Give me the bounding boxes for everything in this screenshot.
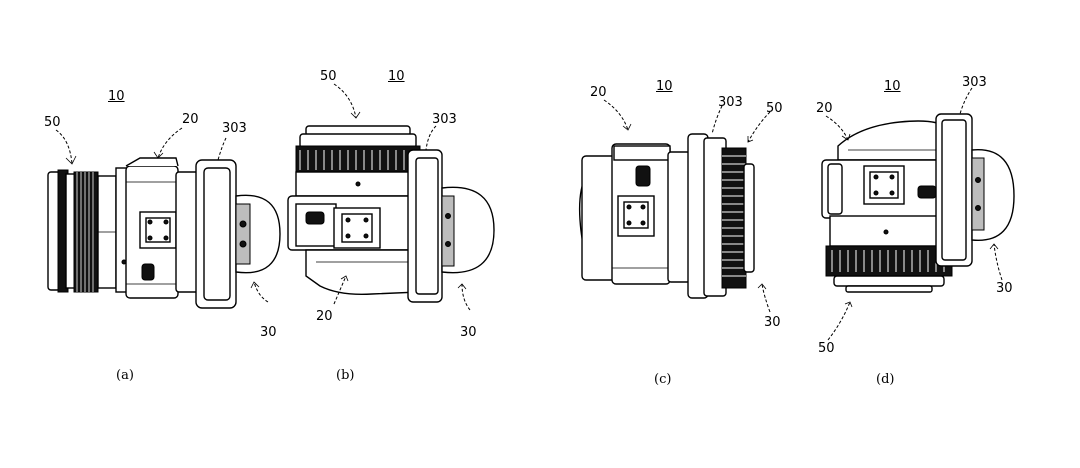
view-a-ref-303: 303 xyxy=(222,121,247,136)
view-d-ref-303: 303 xyxy=(962,75,987,90)
view-d-ref-30: 30 xyxy=(996,281,1013,296)
view-d-caption: (d) xyxy=(876,372,895,387)
view-d-ref-50: 50 xyxy=(818,341,835,356)
view-c-drawing xyxy=(578,133,755,299)
view-a-ref-30: 30 xyxy=(260,325,277,340)
view-b-drawing xyxy=(287,125,495,303)
view-b-caption: (b) xyxy=(336,368,355,383)
view-c-caption: (c) xyxy=(654,372,672,387)
view-b-ref-20: 20 xyxy=(316,309,333,324)
view-d-ref-20: 20 xyxy=(816,101,833,116)
view-d-drawing xyxy=(821,113,1015,293)
view-a-drawing xyxy=(47,157,281,309)
view-b-ref-10: 10 xyxy=(388,69,405,84)
view-c-ref-30: 30 xyxy=(764,315,781,330)
view-b-ref-50: 50 xyxy=(320,69,337,84)
view-d-ref-10: 10 xyxy=(884,79,901,94)
view-c-ref-20: 20 xyxy=(590,85,607,100)
view-a-ref-20: 20 xyxy=(182,112,199,127)
view-b-ref-303: 303 xyxy=(432,112,457,127)
view-c-ref-50: 50 xyxy=(766,101,783,116)
leader-lines xyxy=(55,83,1003,341)
view-c-ref-10: 10 xyxy=(656,79,673,94)
view-c-ref-303: 303 xyxy=(718,95,743,110)
view-a-ref-50: 50 xyxy=(44,115,61,130)
view-a-caption: (a) xyxy=(116,368,134,383)
view-b-ref-30: 30 xyxy=(460,325,477,340)
view-a-ref-10: 10 xyxy=(108,89,125,104)
